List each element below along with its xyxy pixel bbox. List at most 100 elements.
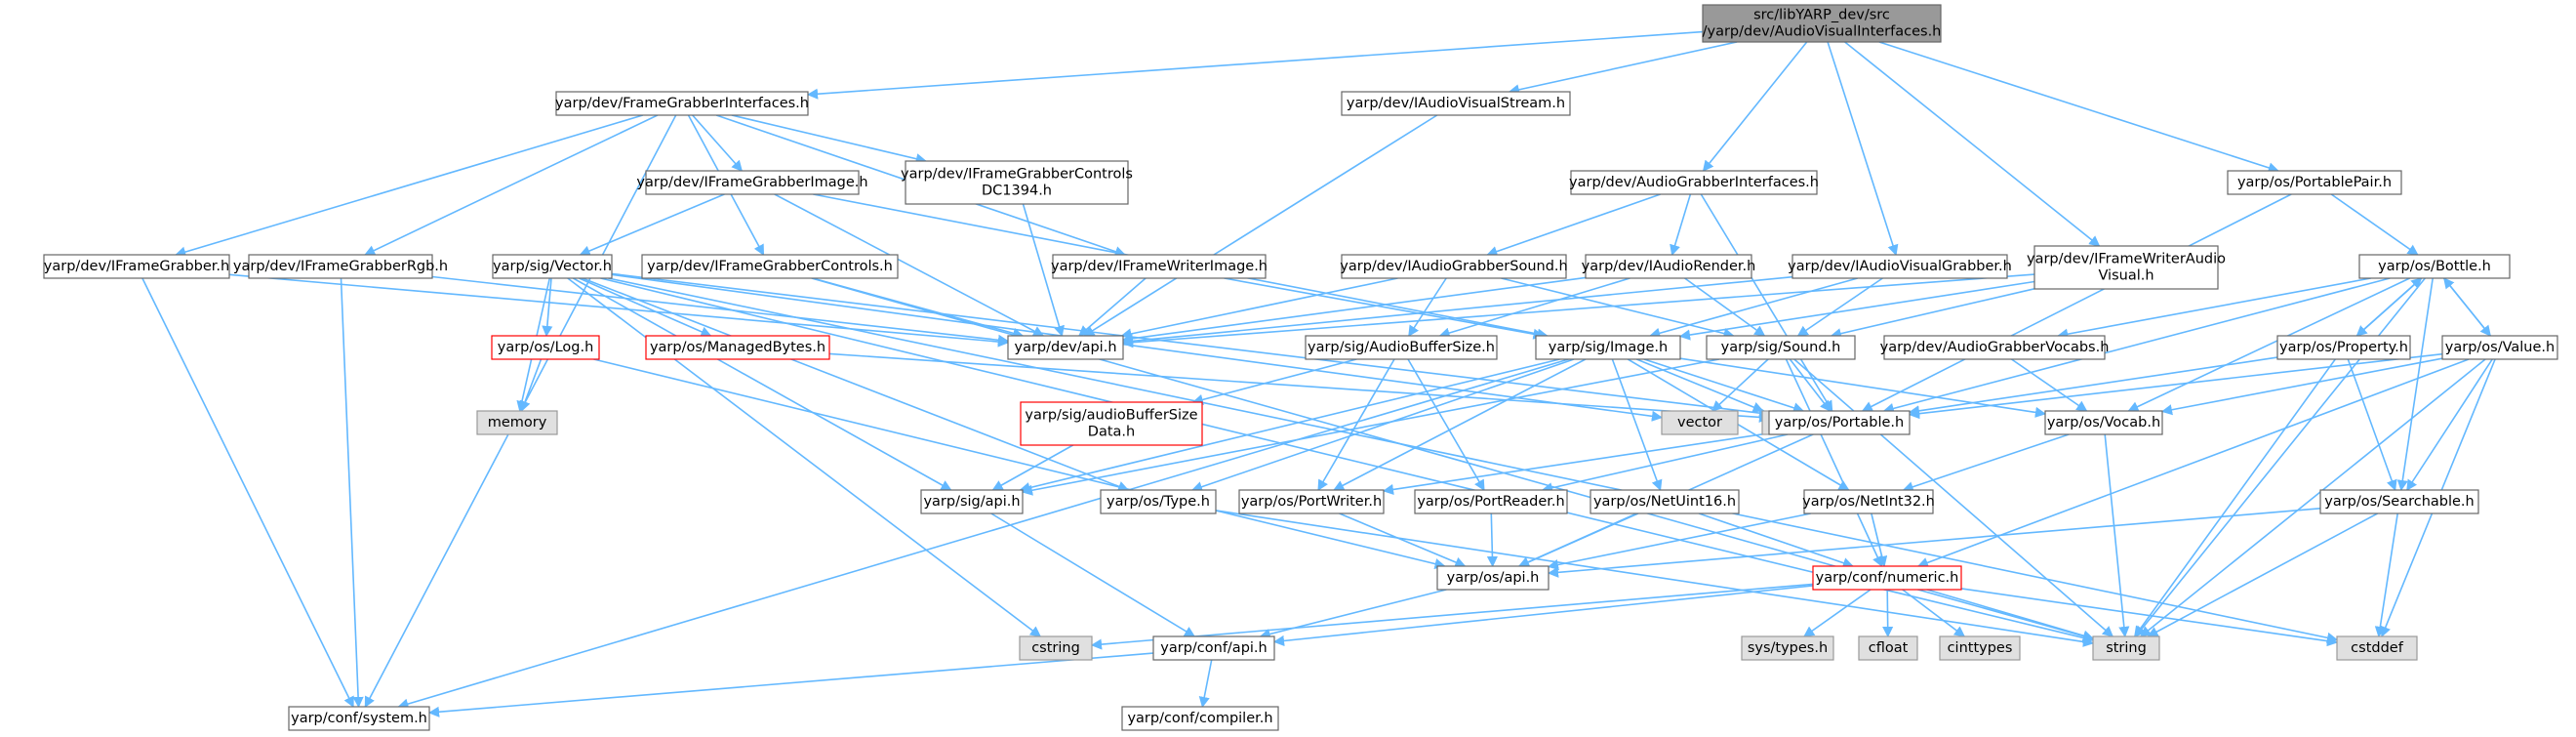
edge-simage-to-map <box>1635 358 1764 413</box>
node-label: yarp/dev/AudioGrabberVocabs.h <box>1880 340 2110 355</box>
edge-svec-to-cstddef <box>608 277 2339 643</box>
edge-root-to-agi <box>1702 41 1808 172</box>
node-box <box>2276 335 2411 360</box>
node-box <box>1741 635 1834 661</box>
node-box <box>1019 635 1093 661</box>
node-vocab[interactable]: yarp/os/Vocab.h <box>2044 410 2163 435</box>
node-fgi[interactable]: yarp/dev/FrameGrabberInterfaces.h <box>555 91 809 116</box>
node-box <box>905 160 1129 205</box>
edge-preader-to-osapi <box>1486 512 1499 568</box>
node-confapi[interactable]: yarp/conf/api.h <box>1152 635 1275 661</box>
node-box <box>645 170 860 195</box>
edge-searchable-to-string <box>2147 512 2378 637</box>
node-simage[interactable]: yarp/sig/Image.h <box>1535 335 1681 360</box>
node-box <box>1052 254 1267 279</box>
node-label: yarp/dev/api.h <box>1014 340 1116 355</box>
node-box <box>1590 489 1740 514</box>
node-box <box>555 91 809 116</box>
node-box <box>1100 489 1217 514</box>
node-box <box>1436 565 1550 591</box>
edge-bottle-to-searchable <box>2396 277 2434 492</box>
node-type[interactable]: yarp/os/Type.h <box>1100 489 1217 514</box>
node-label: yarp/conf/api.h <box>1160 640 1267 656</box>
node-label: yarp/sig/api.h <box>923 494 1020 510</box>
node-ssound[interactable]: yarp/sig/Sound.h <box>1706 335 1856 360</box>
node-pwriter[interactable]: yarp/os/PortWriter.h <box>1238 489 1385 514</box>
node-box <box>2319 489 2479 514</box>
node-devapi[interactable]: yarp/dev/api.h <box>1007 335 1124 360</box>
node-ni32[interactable]: yarp/os/NetInt32.h <box>1802 489 1935 514</box>
node-label: yarp/dev/IFrameGrabberImage.h <box>636 175 867 190</box>
node-log[interactable]: yarp/os/Log.h <box>491 335 600 360</box>
node-label: yarp/os/api.h <box>1447 570 1540 586</box>
node-box <box>1791 254 2008 279</box>
node-label: cfloat <box>1869 640 1909 656</box>
header-nodes: src/libYARP_dev/src/yarp/dev/AudioVisual… <box>43 4 2558 731</box>
node-label: yarp/os/Bottle.h <box>2378 259 2491 274</box>
node-label: yarp/os/Searchable.h <box>2324 494 2474 510</box>
node-ifgimg[interactable]: yarp/dev/IFrameGrabberImage.h <box>636 170 868 195</box>
edge-ssound-to-sigapi <box>1021 358 1720 496</box>
node-bottle[interactable]: yarp/os/Bottle.h <box>2358 254 2511 279</box>
node-iavs[interactable]: yarp/dev/IAudioVisualStream.h <box>1341 91 1571 116</box>
node-iags[interactable]: yarp/dev/IAudioGrabberSound.h <box>1340 254 1568 279</box>
edge-iavs-to-devapi <box>1083 114 1438 337</box>
node-label: yarp/dev/IFrameGrabberRgb.h <box>233 259 448 274</box>
node-prop[interactable]: yarp/os/Property.h <box>2276 335 2411 360</box>
node-label: yarp/os/Vocab.h <box>2047 415 2160 430</box>
node-ifgc[interactable]: yarp/dev/IFrameGrabberControls.h <box>641 254 899 279</box>
node-box <box>2336 635 2418 661</box>
node-nu16[interactable]: yarp/os/NetUint16.h <box>1590 489 1740 514</box>
edge-iar-to-abs <box>1438 277 1630 339</box>
node-ppair[interactable]: yarp/os/PortablePair.h <box>2227 170 2402 195</box>
node-label: yarp/dev/IFrameWriterImage.h <box>1051 259 1268 274</box>
edge-abs-to-pwriter <box>1317 358 1395 491</box>
node-mbytes[interactable]: yarp/os/ManagedBytes.h <box>645 335 830 360</box>
node-cfloat: cfloat <box>1858 635 1918 661</box>
node-agv[interactable]: yarp/dev/AudioGrabberVocabs.h <box>1880 335 2110 360</box>
node-root[interactable]: src/libYARP_dev/src/yarp/dev/AudioVisual… <box>1702 4 1942 43</box>
node-numeric[interactable]: yarp/conf/numeric.h <box>1812 565 1962 591</box>
node-label: yarp/dev/FrameGrabberInterfaces.h <box>555 96 809 111</box>
node-ifwi[interactable]: yarp/dev/IFrameWriterImage.h <box>1051 254 1268 279</box>
node-label: yarp/dev/IFrameWriterAudio <box>2027 252 2226 267</box>
node-iar[interactable]: yarp/dev/IAudioRender.h <box>1582 254 1756 279</box>
node-memory: memory <box>476 410 558 435</box>
node-box <box>1121 706 1279 731</box>
edge-ifg-to-devapi <box>228 273 1010 348</box>
node-box <box>1341 91 1571 116</box>
edge-value-to-searchable <box>2406 358 2493 491</box>
node-box <box>1768 410 1911 435</box>
node-sigapi[interactable]: yarp/sig/api.h <box>920 489 1024 514</box>
edge-iavg-to-simage <box>1649 277 1859 339</box>
node-preader[interactable]: yarp/os/PortReader.h <box>1414 489 1568 514</box>
node-label: memory <box>488 415 547 430</box>
edge-sigapi-to-confapi <box>990 512 1196 637</box>
node-confsys[interactable]: yarp/conf/system.h <box>288 706 430 731</box>
edge-ni32-to-osapi <box>1547 512 1811 570</box>
node-box <box>1585 254 1752 279</box>
edge-simage-to-confsys <box>397 358 1569 710</box>
node-value[interactable]: yarp/os/Value.h <box>2441 335 2558 360</box>
edge-ifwi-to-simage <box>1224 277 1545 340</box>
node-label: cinttypes <box>1948 640 2013 656</box>
node-label: yarp/os/NetInt32.h <box>1802 494 1935 510</box>
node-svec[interactable]: yarp/sig/Vector.h <box>492 254 613 279</box>
node-portable[interactable]: yarp/os/Portable.h <box>1768 410 1911 435</box>
edge-vocab-to-string <box>2104 433 2130 638</box>
node-ifgrgb[interactable]: yarp/dev/IFrameGrabberRgb.h <box>233 254 448 279</box>
node-searchable[interactable]: yarp/os/Searchable.h <box>2319 489 2479 514</box>
node-box <box>645 335 830 360</box>
node-ifg[interactable]: yarp/dev/IFrameGrabber.h <box>43 254 230 279</box>
node-iavg[interactable]: yarp/dev/IAudioVisualGrabber.h <box>1788 254 2012 279</box>
node-compiler[interactable]: yarp/conf/compiler.h <box>1121 706 1279 731</box>
edge-fgi-to-ifgimg <box>692 114 744 172</box>
node-abs[interactable]: yarp/sig/AudioBufferSize.h <box>1305 335 1498 360</box>
node-osapi[interactable]: yarp/os/api.h <box>1436 565 1550 591</box>
edge-ifgimg-to-svec <box>579 193 725 257</box>
node-agi[interactable]: yarp/dev/AudioGrabberInterfaces.h <box>1569 170 1819 195</box>
edge-nu16-to-osapi <box>1518 512 1639 568</box>
